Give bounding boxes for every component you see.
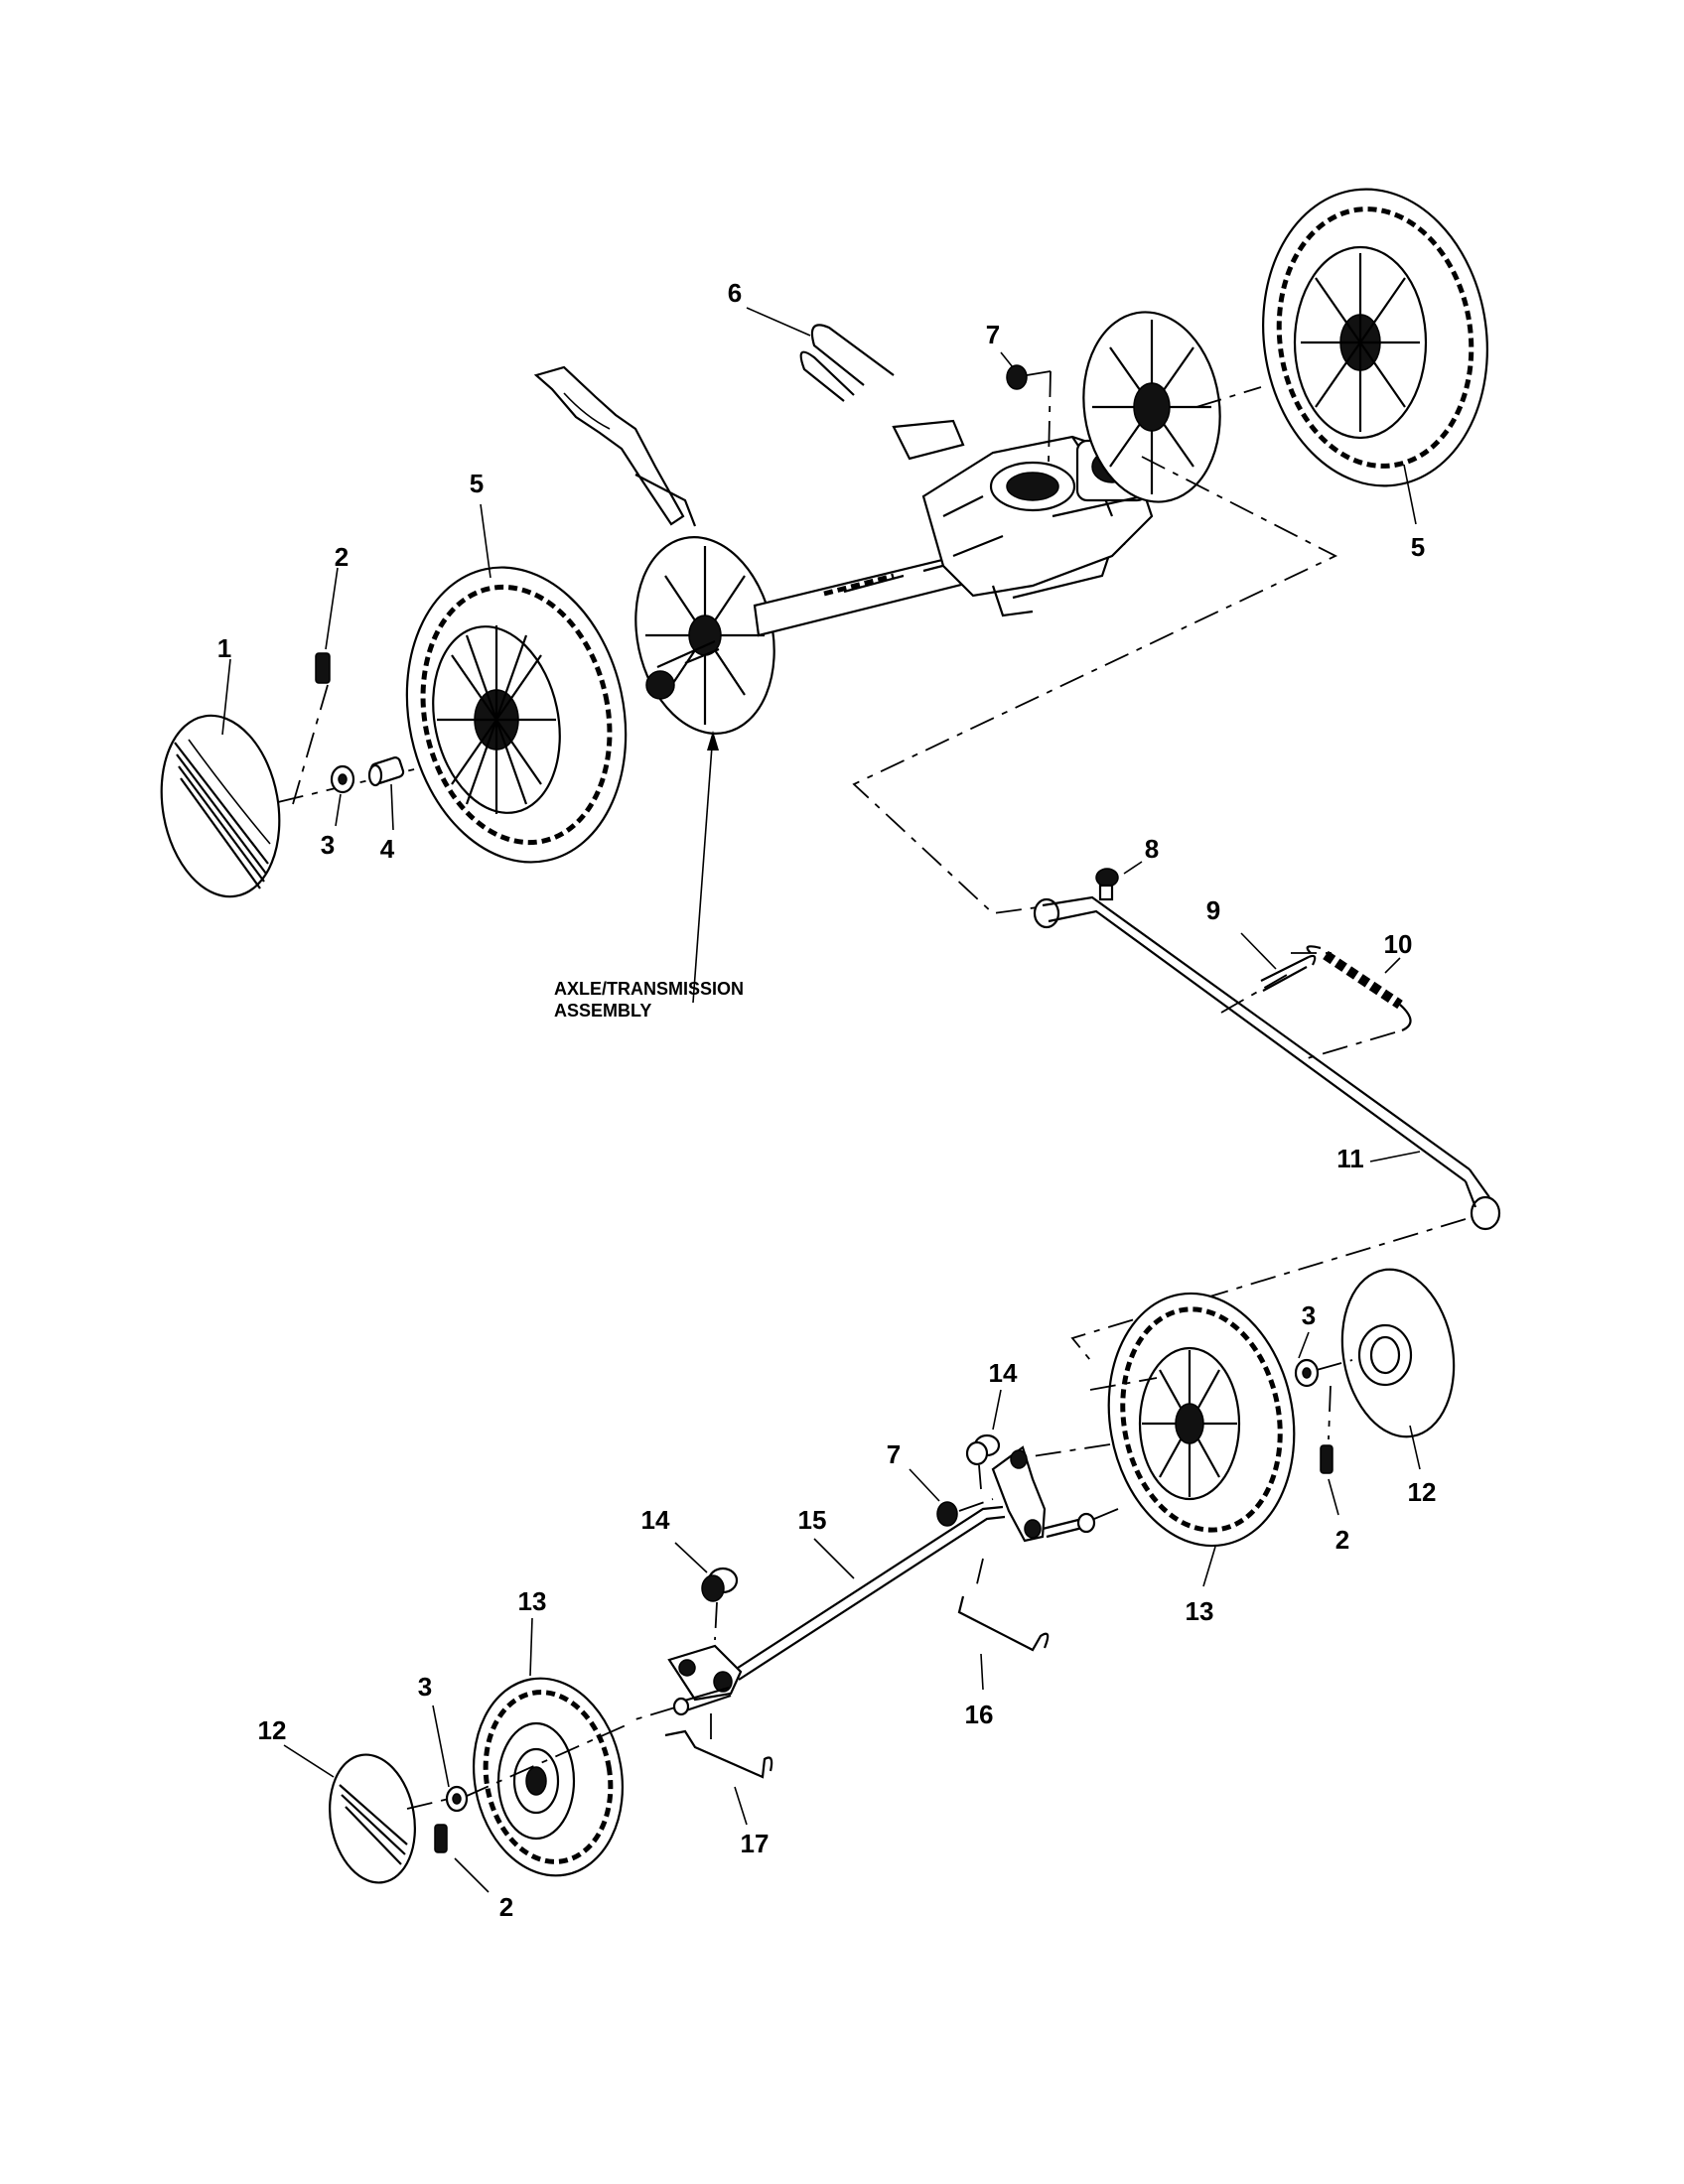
spring-lower-right: [1320, 1444, 1333, 1474]
callout-9: 9: [1206, 895, 1220, 925]
nut-lower: [936, 1501, 958, 1527]
callout-3-upper: 3: [321, 830, 335, 860]
assembly-caption: AXLE/TRANSMISSION ASSEMBLY: [554, 979, 744, 1021]
extension-spring: [1306, 945, 1412, 1032]
shift-lever: [533, 365, 697, 527]
callout-3-right: 3: [1302, 1300, 1316, 1330]
hub-cap-right: [1340, 1268, 1456, 1438]
callout-16: 16: [965, 1700, 994, 1729]
bushing-14-right: [965, 1433, 1001, 1466]
callout-11: 11: [1336, 1144, 1364, 1173]
pivot-bracket-left: [667, 1644, 743, 1716]
cotter-pin: [1260, 954, 1317, 992]
rear-wheel-left: [405, 566, 628, 864]
bolt-8: [1095, 868, 1119, 901]
callout-4: 4: [380, 834, 395, 864]
callout-14-right: 14: [989, 1358, 1018, 1388]
callout-labels: 1 2 3 4 5 5 6 7 8 9 10 11 14 3 7 12 2 13…: [217, 278, 1437, 1922]
pivot-bracket-right: [991, 1445, 1096, 1543]
callout-15: 15: [798, 1505, 827, 1535]
washer-upper-left: [330, 764, 355, 794]
callout-7-lower: 7: [887, 1439, 901, 1469]
callout-5-left: 5: [470, 469, 484, 498]
bushing-14-left: [701, 1567, 739, 1602]
washer-lower-right: [1294, 1358, 1320, 1388]
drive-disc-right: [1082, 311, 1221, 503]
front-axle-rod: [734, 1505, 1006, 1681]
callout-17: 17: [741, 1829, 770, 1858]
callout-10: 10: [1384, 929, 1413, 959]
hub-cap-lower-left: [329, 1753, 416, 1884]
callout-2-right: 2: [1335, 1525, 1349, 1555]
u-clip: [799, 324, 895, 402]
rear-wheel-right: [1262, 188, 1488, 487]
callout-13-right: 13: [1186, 1596, 1214, 1626]
callout-2-lower-left: 2: [499, 1892, 513, 1922]
callout-13-left: 13: [518, 1586, 547, 1616]
torsion-spring-right: [957, 1595, 1050, 1652]
transmission-housing: [892, 419, 1154, 617]
callout-6: 6: [728, 278, 742, 308]
bushing-upper-left: [367, 756, 405, 787]
callout-5-right: 5: [1411, 532, 1425, 562]
torsion-spring-left: [664, 1729, 773, 1779]
link-rod: [1033, 895, 1501, 1231]
nut-upper: [1006, 364, 1028, 390]
drive-disc-left: [634, 536, 775, 735]
spring-lower-left: [434, 1824, 448, 1853]
callout-12-right: 12: [1408, 1477, 1437, 1507]
hub-cap-left: [160, 714, 281, 898]
callout-3-lower-left: 3: [418, 1672, 432, 1702]
callout-2-upper: 2: [335, 542, 349, 572]
caption-line-2: ASSEMBLY: [554, 1001, 651, 1021]
front-wheel-left: [472, 1677, 625, 1877]
front-wheel-right: [1107, 1292, 1296, 1548]
callout-7-upper: 7: [986, 320, 1000, 349]
callout-8: 8: [1145, 834, 1159, 864]
washer-lower-left: [445, 1785, 469, 1813]
callout-14-left: 14: [641, 1505, 670, 1535]
callout-12-left: 12: [258, 1715, 287, 1745]
caption-line-1: AXLE/TRANSMISSION: [554, 979, 744, 999]
callout-1: 1: [217, 633, 231, 663]
spring-upper-left: [315, 652, 331, 684]
